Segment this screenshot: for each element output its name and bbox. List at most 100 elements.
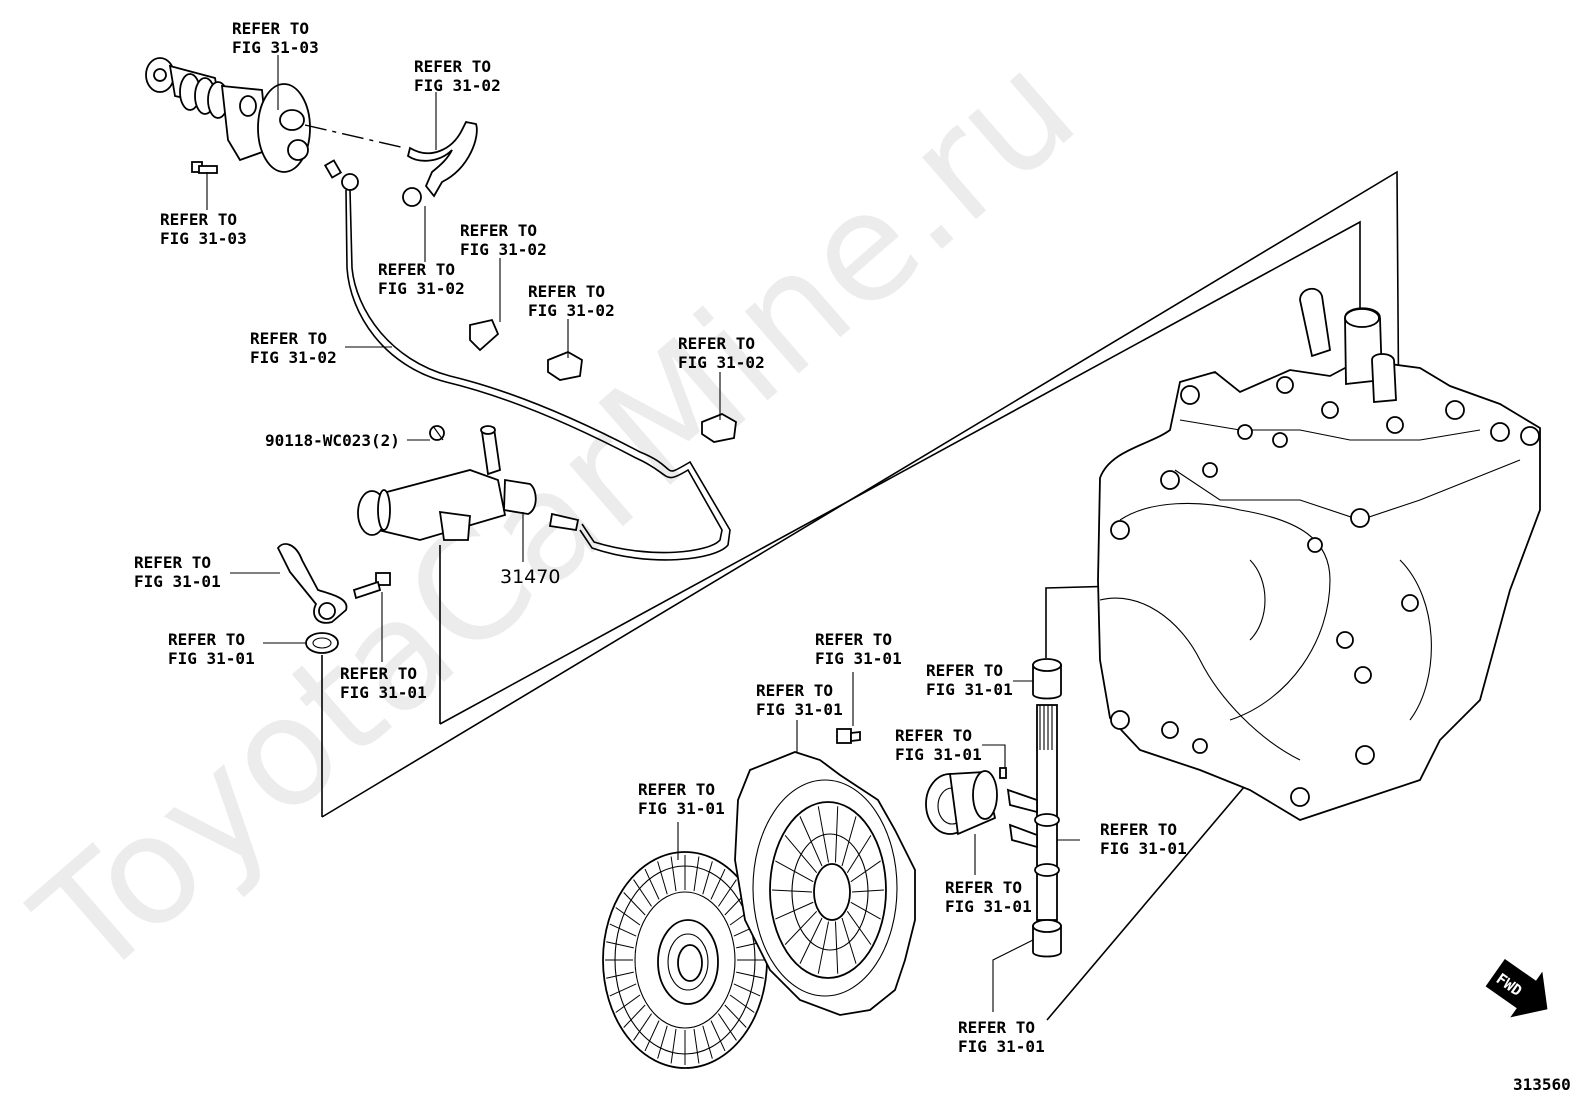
disc-facing-groove	[609, 923, 637, 937]
svg-text:FIG 31-01: FIG 31-01	[815, 649, 902, 668]
disc-facing-groove	[615, 907, 641, 926]
svg-text:REFER TO: REFER TO	[460, 221, 537, 240]
svg-text:REFER TO: REFER TO	[756, 681, 833, 700]
tube-clamp-1	[469, 318, 500, 352]
disc-facing-groove	[609, 983, 637, 997]
svg-text:REFER TO: REFER TO	[1100, 820, 1177, 839]
hose-clip	[402, 187, 422, 207]
svg-text:REFER TO: REFER TO	[895, 726, 972, 745]
clutch-disc	[602, 851, 768, 1069]
svg-text:FIG 31-01: FIG 31-01	[945, 897, 1032, 916]
master-cylinder-bolt	[191, 161, 218, 174]
diaphragm-finger	[846, 910, 872, 945]
svg-text:REFER TO: REFER TO	[528, 282, 605, 301]
disc-facing-groove	[729, 994, 755, 1013]
svg-text:REFER TO: REFER TO	[926, 661, 1003, 680]
bolt-part-number: 90118-WC023(2)	[265, 431, 400, 450]
tube-clamp-3	[701, 413, 737, 443]
svg-text:FIG 31-01: FIG 31-01	[638, 799, 725, 818]
svg-text:REFER TO: REFER TO	[340, 664, 417, 683]
cover-bolt	[836, 728, 861, 744]
disc-facing-groove	[606, 971, 634, 979]
disc-facing-groove	[633, 1013, 652, 1041]
fwd-arrow-icon: FWD	[1485, 958, 1548, 1018]
disc-facing-groove	[736, 971, 764, 979]
clutch-release-cylinder	[357, 425, 580, 541]
svg-text:FIG 31-02: FIG 31-02	[378, 279, 465, 298]
disc-facing-groove	[670, 1028, 677, 1064]
disc-facing-groove	[615, 994, 641, 1013]
svg-text:REFER TO: REFER TO	[678, 334, 755, 353]
transmission-housing	[1097, 287, 1541, 821]
svg-text:REFER TO: REFER TO	[378, 260, 455, 279]
svg-text:REFER TO: REFER TO	[160, 210, 237, 229]
diaphragm-finger	[775, 860, 814, 883]
svg-text:FIG 31-02: FIG 31-02	[528, 301, 615, 320]
svg-text:FIG 31-01: FIG 31-01	[958, 1037, 1045, 1056]
diaphragm-finger	[850, 860, 881, 883]
diaphragm-finger	[775, 901, 814, 920]
disc-facing-groove	[693, 1028, 700, 1064]
diaphragm-finger	[799, 816, 823, 867]
diaphragm-finger	[799, 917, 823, 964]
svg-text:FIG 31-02: FIG 31-02	[414, 76, 501, 95]
svg-text:FIG 31-01: FIG 31-01	[895, 745, 982, 764]
svg-text:FIG 31-02: FIG 31-02	[678, 353, 765, 372]
diaphragm-finger	[784, 835, 818, 874]
disc-facing-groove	[623, 892, 646, 916]
svg-text:REFER TO: REFER TO	[958, 1018, 1035, 1037]
disc-facing-groove	[724, 1004, 747, 1028]
diaphragm-finger	[817, 806, 830, 863]
reservoir-hose	[406, 120, 478, 198]
catalog-number: 313560	[1513, 1075, 1571, 1094]
svg-text:REFER TO: REFER TO	[168, 630, 245, 649]
disc-facing-groove	[657, 1025, 668, 1059]
diaphragm-finger	[851, 889, 885, 893]
disc-facing-groove	[710, 1020, 726, 1052]
tube-clamp-2	[547, 351, 583, 381]
svg-text:FIG 31-01: FIG 31-01	[340, 683, 427, 702]
release-bearing	[925, 770, 998, 836]
release-cylinder-part-number: 31470	[500, 566, 560, 588]
diaphragm-finger	[834, 806, 839, 863]
release-fork-shaft	[1006, 704, 1060, 921]
disc-facing-groove	[693, 856, 700, 892]
svg-text:FIG 31-01: FIG 31-01	[1100, 839, 1187, 858]
svg-text:FIG 31-03: FIG 31-03	[160, 229, 247, 248]
disc-facing-groove	[718, 1013, 737, 1041]
disc-facing-groove	[644, 868, 660, 900]
diaphragm-finger	[841, 917, 857, 964]
svg-text:REFER TO: REFER TO	[815, 630, 892, 649]
disc-facing-groove	[733, 983, 761, 997]
svg-text:FIG 31-01: FIG 31-01	[168, 649, 255, 668]
svg-text:REFER TO: REFER TO	[414, 57, 491, 76]
svg-text:FIG 31-02: FIG 31-02	[250, 348, 337, 367]
svg-text:FIG 31-01: FIG 31-01	[926, 680, 1013, 699]
pivot-bolt	[352, 572, 391, 600]
svg-text:REFER TO: REFER TO	[638, 780, 715, 799]
svg-text:REFER TO: REFER TO	[232, 19, 309, 38]
disc-facing-groove	[606, 941, 634, 949]
svg-text:FIG 31-03: FIG 31-03	[232, 38, 319, 57]
disc-facing-groove	[718, 879, 737, 907]
